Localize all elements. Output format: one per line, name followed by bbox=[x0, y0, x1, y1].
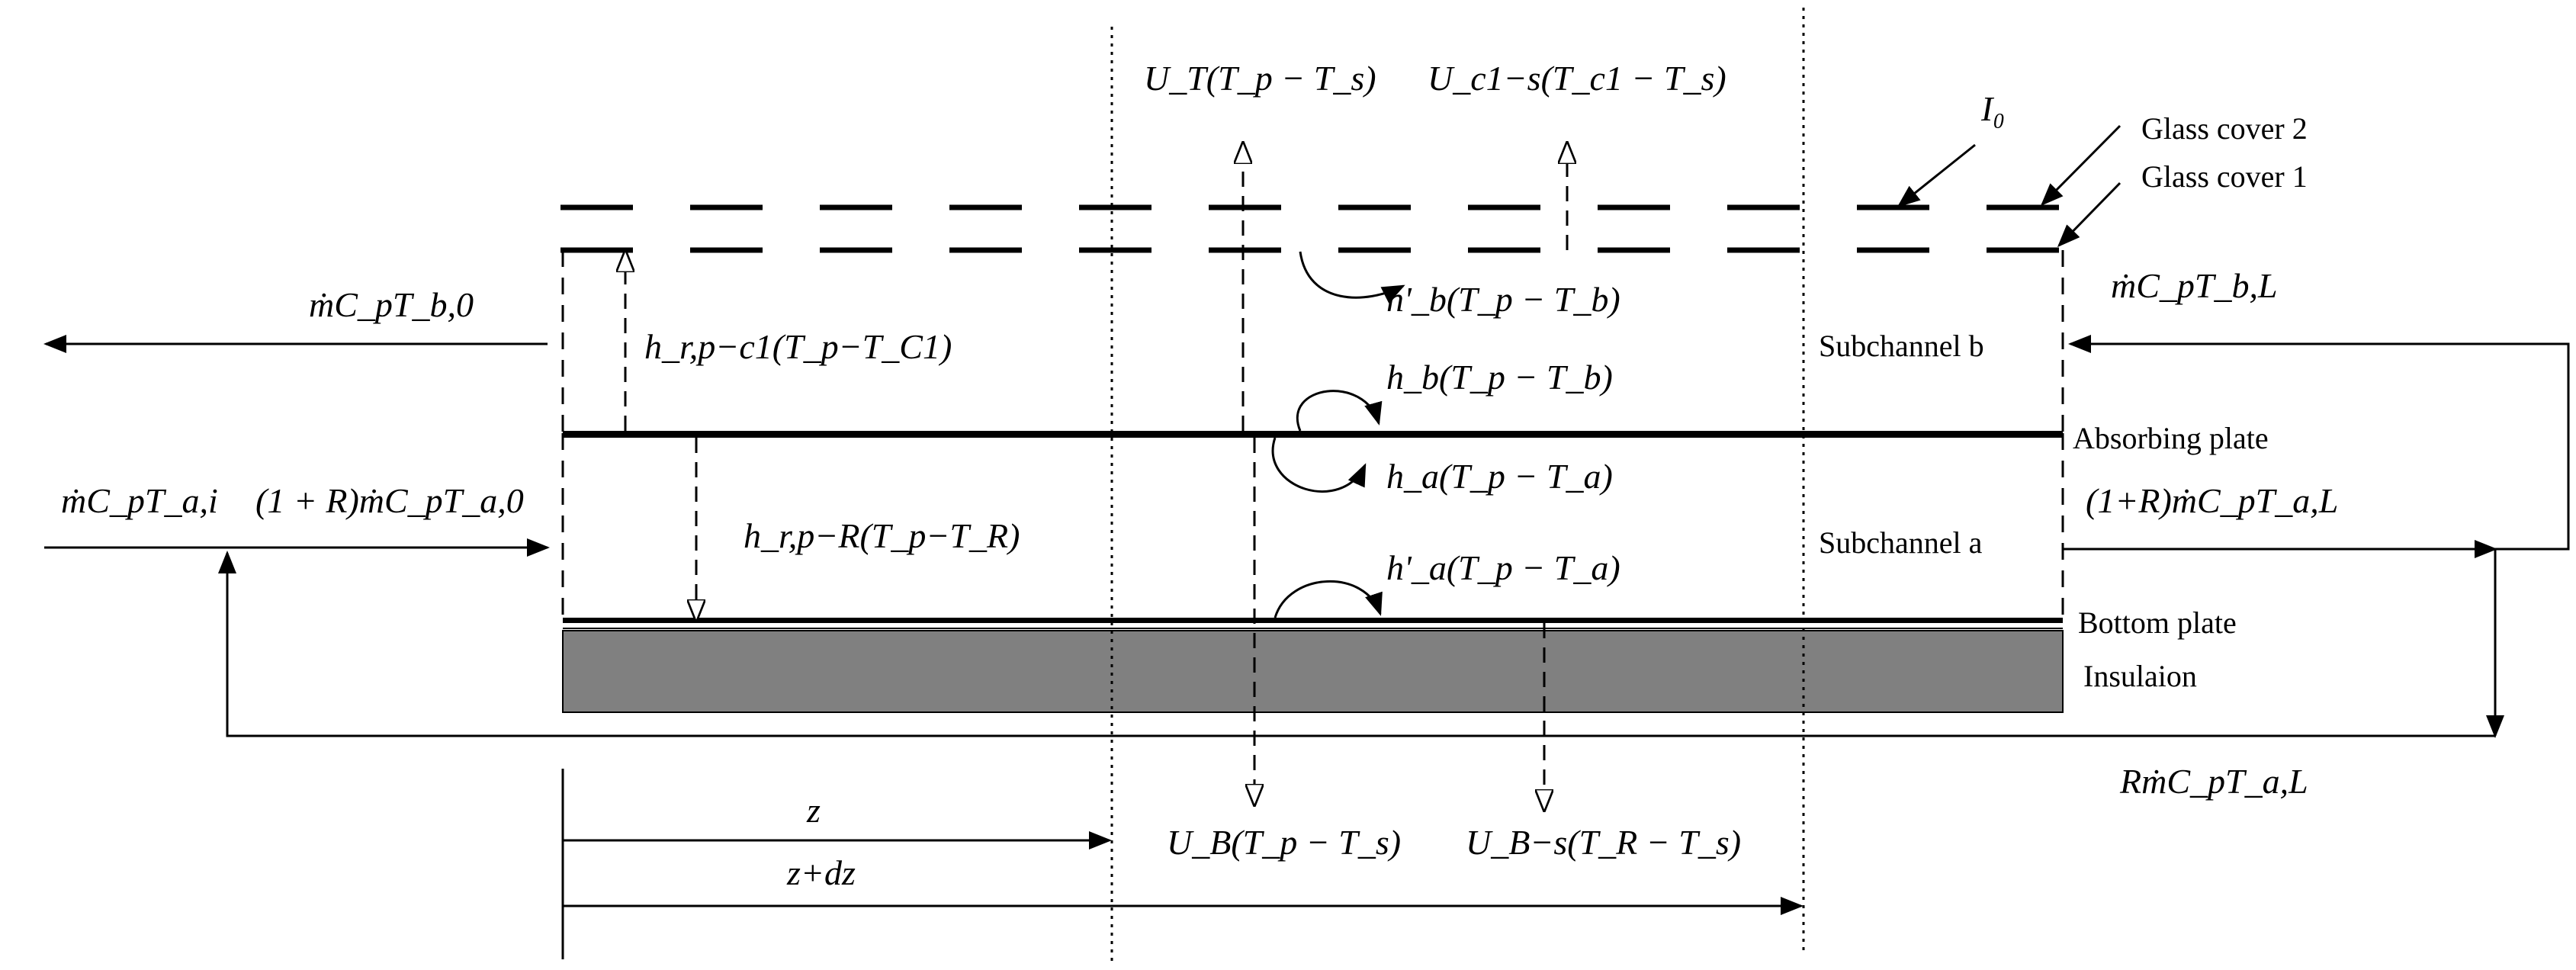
insulation-label: Insulaion bbox=[2083, 659, 2197, 693]
hb-curve-arrow bbox=[1296, 390, 1383, 432]
glass-cover-1-label: Glass cover 1 bbox=[2141, 159, 2308, 194]
uc1s-label: U_c1−s(T_c1 − T_s) bbox=[1428, 59, 1726, 98]
subchannel-b-label: Subchannel b bbox=[1819, 329, 1984, 363]
mcp-tb0-label: ṁC_pT_b,0 bbox=[309, 285, 474, 324]
glass-cover-2-pointer bbox=[2040, 124, 2122, 207]
ut-label: U_T(T_p − T_s) bbox=[1144, 59, 1376, 98]
insulation-block bbox=[562, 630, 2064, 713]
recycle-loop bbox=[218, 551, 2495, 737]
subchannel-a-label: Subchannel a bbox=[1819, 525, 1983, 560]
ubs-label: U_B−s(T_R − T_s) bbox=[1466, 823, 1741, 862]
ub-label: U_B(T_p − T_s) bbox=[1167, 823, 1401, 862]
ha-label: h_a(T_p − T_a) bbox=[1386, 457, 1613, 496]
absorbing-plate-label: Absorbing plate bbox=[2073, 421, 2269, 455]
hr-pc1-label: h_r,p−c1(T_p−T_C1) bbox=[644, 327, 952, 366]
bottom-plate-label: Bottom plate bbox=[2078, 605, 2237, 640]
recycle-out-label: (1+R)ṁC_pT_a,L bbox=[2086, 481, 2338, 520]
z-dz-label: z+dz bbox=[786, 853, 856, 892]
hr-pr-label: h_r,p−R(T_p−T_R) bbox=[744, 516, 1020, 555]
hb-prime-curve-arrow bbox=[1299, 251, 1405, 304]
return-loop-to-b bbox=[2068, 335, 2570, 551]
bottom-plate bbox=[563, 618, 2063, 623]
glass-cover-2-label: Glass cover 2 bbox=[2141, 111, 2308, 146]
ha-prime-curve-arrow bbox=[1274, 580, 1383, 618]
absorbing-plate bbox=[563, 431, 2063, 438]
mcp-tbl-label: ṁC_pT_b,L bbox=[2111, 266, 2278, 305]
rmcp-tal-label: RṁC_pT_a,L bbox=[2119, 762, 2308, 801]
ha-prime-label: h'_a(T_p − T_a) bbox=[1386, 548, 1620, 587]
hb-prime-label: h'_b(T_p − T_b) bbox=[1386, 280, 1620, 319]
i0-arrow bbox=[1897, 143, 1976, 207]
glass-cover-1-pointer bbox=[2057, 181, 2122, 248]
z-label: z bbox=[806, 791, 821, 830]
ha-curve-arrow bbox=[1271, 437, 1367, 493]
mcp-tai-label: ṁC_pT_a,i bbox=[61, 481, 218, 520]
i0-label: I₀ bbox=[1980, 89, 2005, 128]
recycle-in-label: (1 + R)ṁC_pT_a,0 bbox=[255, 481, 524, 520]
hb-label: h_b(T_p − T_b) bbox=[1386, 358, 1613, 397]
